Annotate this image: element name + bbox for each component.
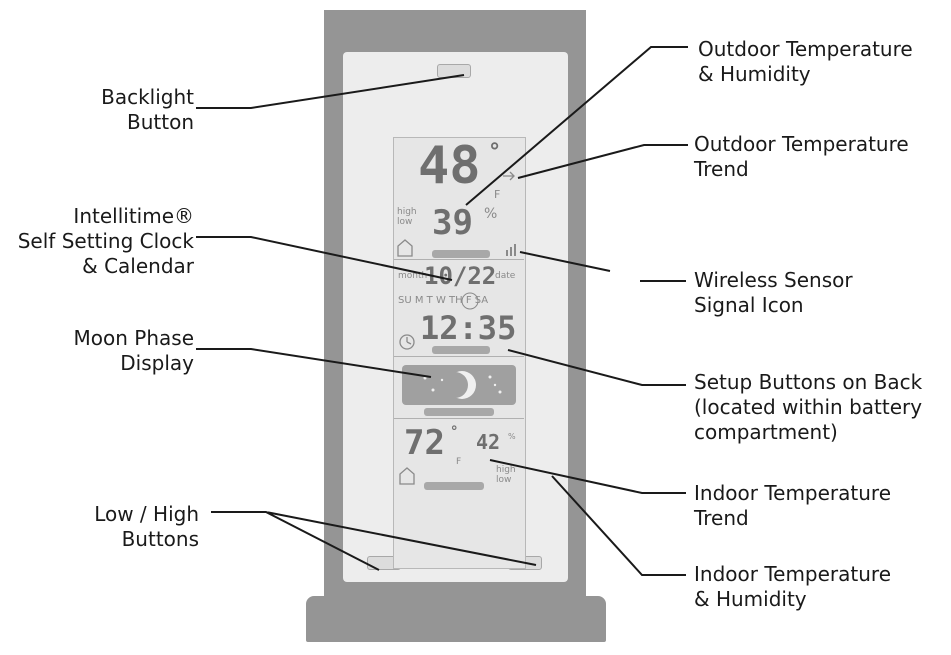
- leader-line-outdoor-trend: [517, 144, 688, 179]
- outdoor-humidity-value: 39: [432, 203, 473, 243]
- leader-line-low-high: [211, 511, 537, 571]
- divider: [394, 259, 524, 260]
- outdoor-low-label: low: [397, 217, 413, 227]
- indoor-house-icon: [399, 467, 415, 485]
- outdoor-degree-symbol: °: [488, 140, 502, 165]
- label-intellitime: Intellitime® Self Setting Clock & Calend…: [17, 204, 194, 278]
- leader-line-indoor-trend: [489, 459, 686, 494]
- outdoor-high-label: high: [397, 207, 417, 217]
- moon-phase-tag: [424, 408, 494, 416]
- label-low-high-buttons: Low / High Buttons: [94, 502, 199, 551]
- leader-line-wireless: [519, 251, 686, 282]
- outdoor-house-icon: [397, 239, 413, 257]
- indoor-section-tag: [424, 482, 484, 490]
- indoor-unit: F: [456, 457, 462, 467]
- label-indoor-temp-trend: Indoor Temperature Trend: [694, 481, 892, 530]
- label-indoor-temp-humidity: Indoor Temperature & Humidity: [694, 562, 892, 611]
- date-caption: date: [495, 271, 516, 281]
- leader-line-outdoor-temp: [465, 46, 688, 206]
- time-value: 12:35: [420, 309, 517, 347]
- label-moon-phase: Moon Phase Display: [73, 326, 194, 375]
- outdoor-percent: %: [484, 206, 498, 222]
- time-date-tag: [432, 346, 490, 354]
- month-caption: month: [398, 271, 428, 281]
- indoor-temperature-value: 72: [404, 423, 445, 463]
- indoor-percent: %: [508, 432, 516, 441]
- indoor-humidity-value: 42: [476, 430, 501, 454]
- leader-line-setup: [507, 349, 686, 386]
- label-outdoor-temp-humidity: Outdoor Temperature & Humidity: [698, 37, 913, 86]
- signal-icon: [506, 244, 516, 256]
- indoor-high-label: high: [496, 465, 516, 475]
- label-setup-buttons: Setup Buttons on Back (located within ba…: [694, 370, 923, 444]
- outdoor-temperature-value: 48: [418, 136, 481, 196]
- label-backlight-button: Backlight Button: [101, 85, 194, 134]
- leader-line-backlight: [196, 74, 465, 109]
- day-highlight-circle: [461, 292, 479, 310]
- outdoor-unit: F: [494, 188, 501, 201]
- device-stand: [306, 596, 606, 642]
- label-outdoor-temp-trend: Outdoor Temperature Trend: [694, 132, 909, 181]
- indoor-low-label: low: [496, 475, 512, 485]
- leader-line-moon: [196, 348, 432, 378]
- moon-icon: [442, 371, 476, 399]
- star-icons: [423, 375, 502, 394]
- clock-icon: [399, 334, 415, 350]
- weekday-row: SU M T W TH F SA: [398, 295, 489, 306]
- outdoor-section-tag: [432, 250, 490, 258]
- trend-arrow-icon: [503, 171, 515, 181]
- indoor-degree-symbol: °: [450, 424, 459, 440]
- leader-line-indoor-temp: [551, 475, 686, 576]
- divider: [394, 356, 524, 357]
- divider: [394, 418, 524, 419]
- label-wireless-sensor: Wireless Sensor Signal Icon: [694, 268, 853, 317]
- leader-line-intellitime: [196, 236, 453, 281]
